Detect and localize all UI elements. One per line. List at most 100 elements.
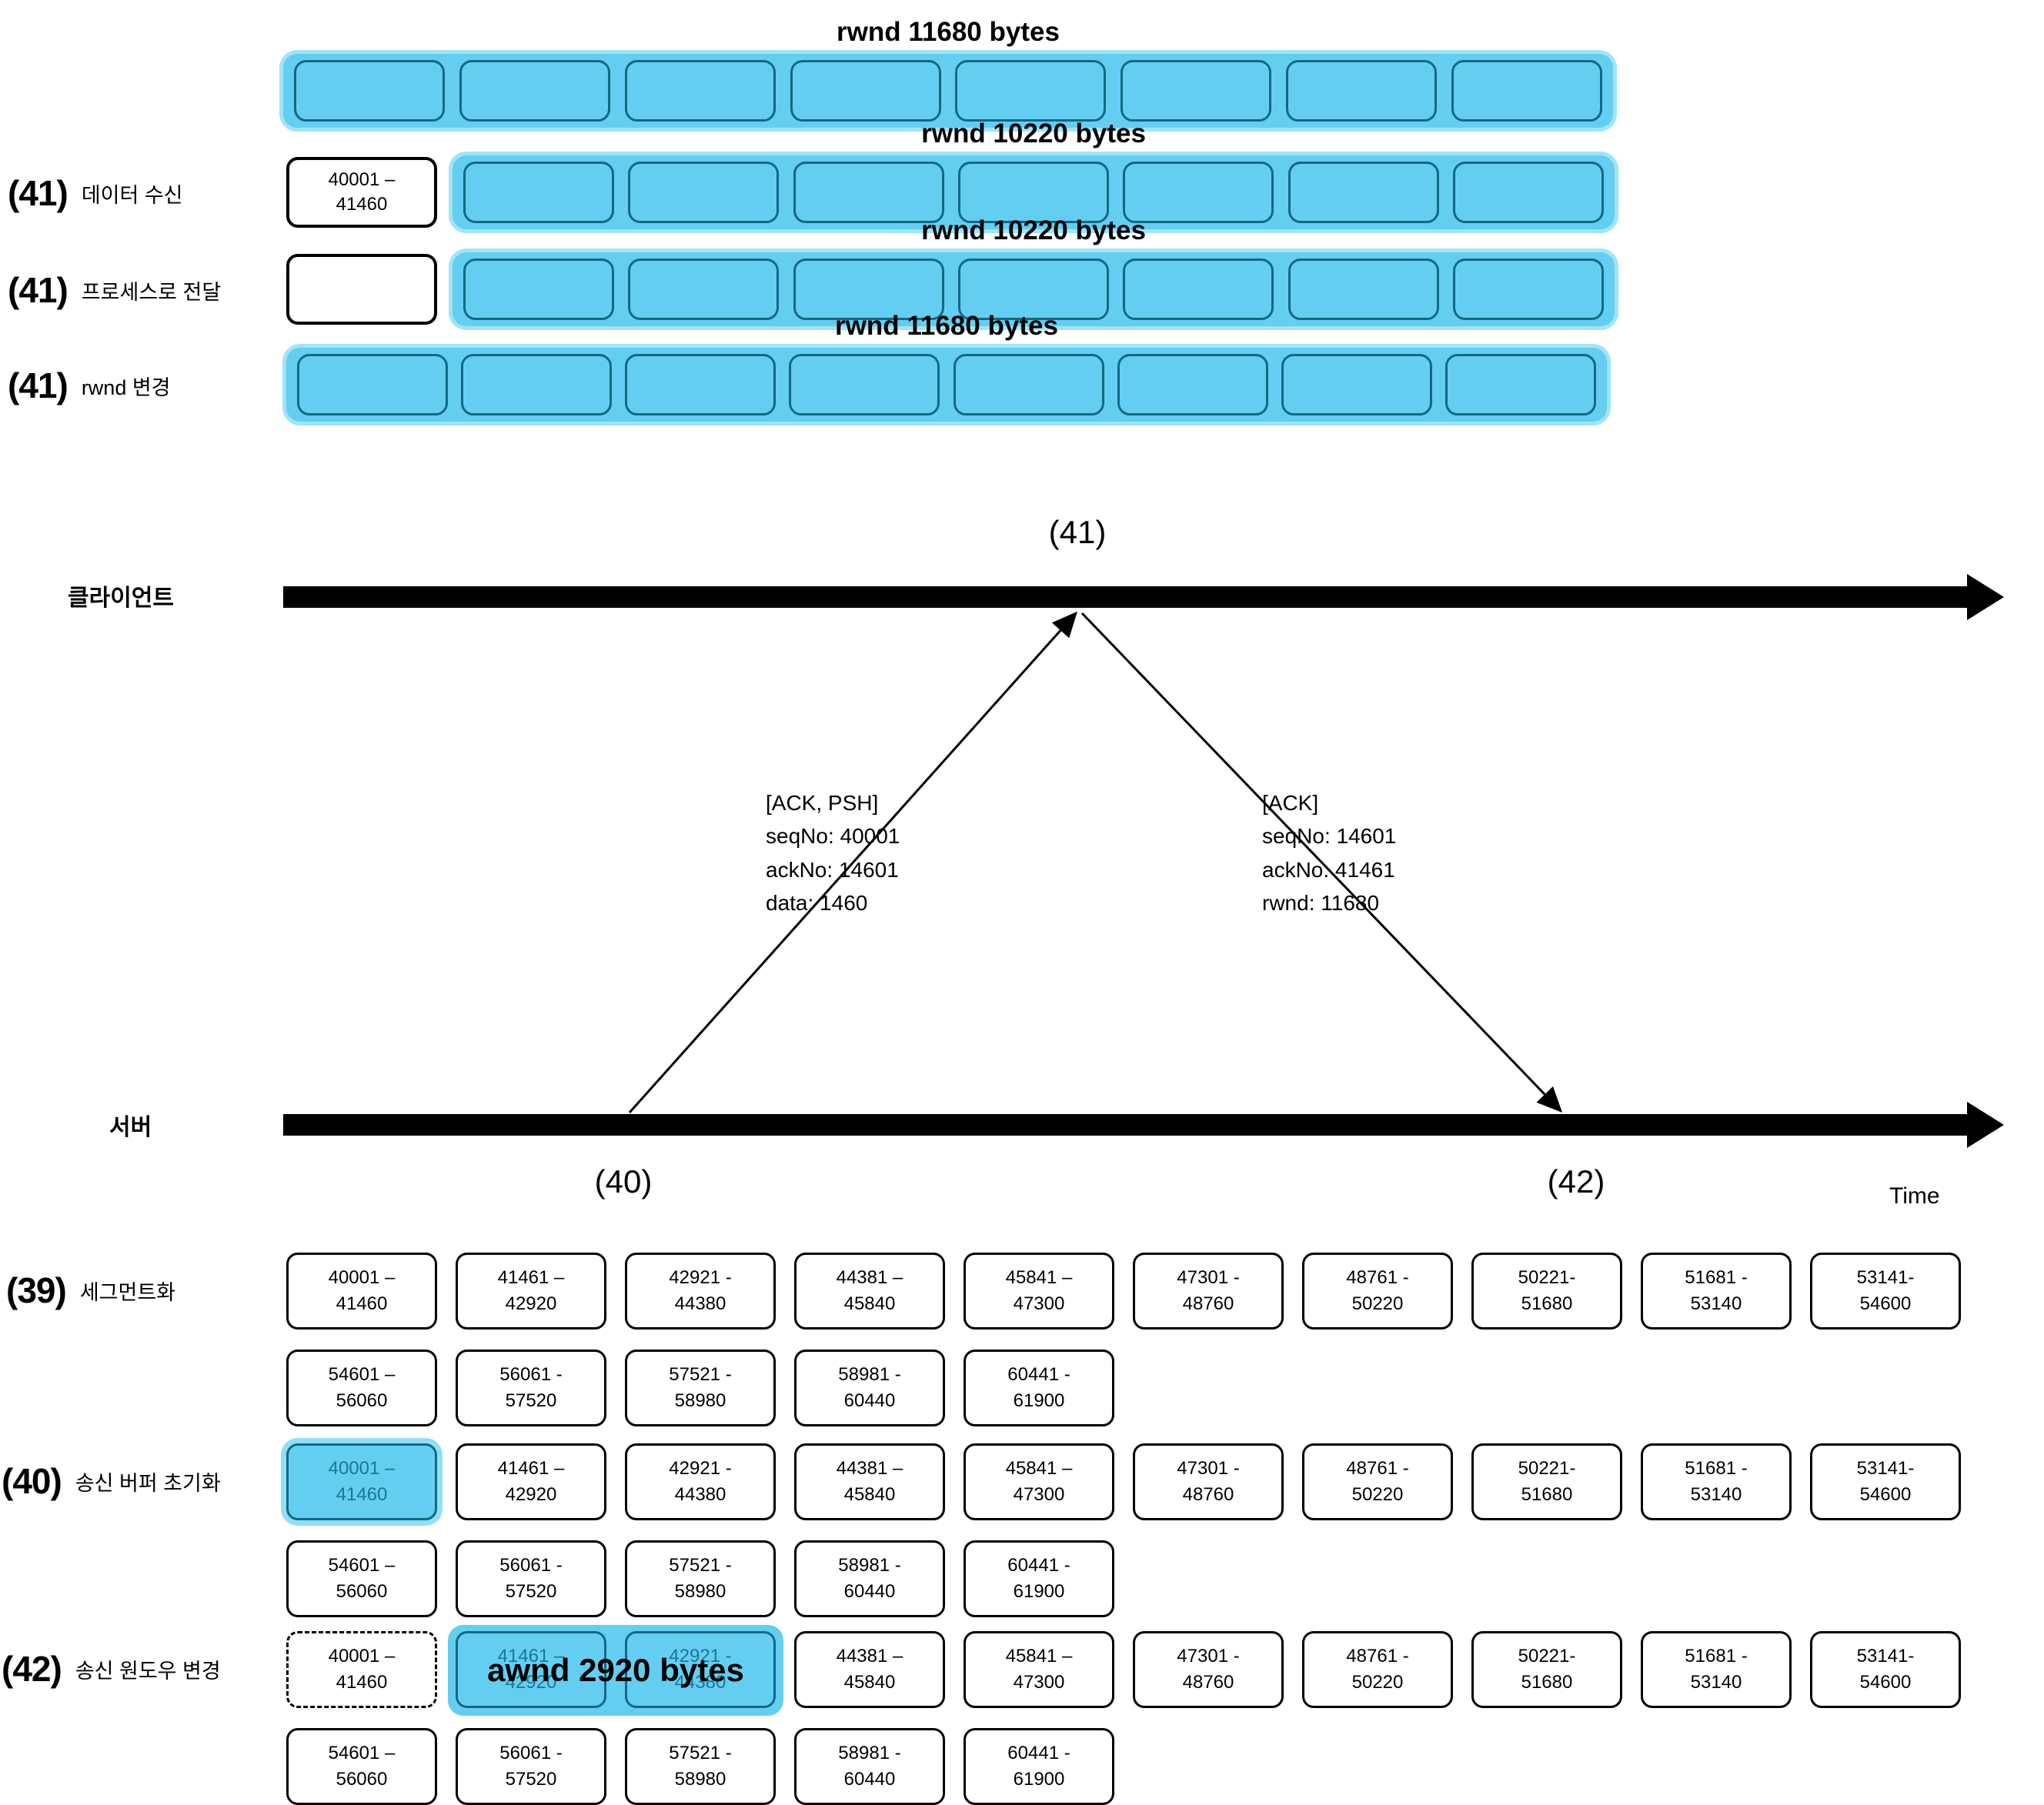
segment-box: 51681 - 53140: [1641, 1443, 1792, 1520]
step-label: 프로세스로 전달: [81, 280, 222, 304]
window-cell: [1288, 162, 1439, 223]
window-cell: [1288, 259, 1439, 320]
window-cell: [957, 162, 1109, 223]
window-cell: [624, 60, 776, 122]
segment-box: 51681 - 53140: [1641, 1253, 1792, 1330]
segment-box: 51681 - 53140: [1641, 1631, 1792, 1708]
time-axis-label: Time: [1889, 1183, 1940, 1209]
segment-box: 60441 - 61900: [964, 1728, 1114, 1805]
segment-box: 56061 - 57520: [456, 1728, 606, 1805]
row-label-send-window-change: (42) 송신 원도우 변경: [2, 1648, 221, 1690]
window-cell: [461, 354, 613, 415]
row-label-data-received: (41) 데이터 수신: [8, 172, 183, 214]
step-number: (42): [2, 1649, 62, 1689]
window-cell: [1281, 354, 1432, 415]
segment-box: 53141- 54600: [1810, 1443, 1961, 1520]
window-cell: [294, 60, 445, 122]
segment-box: 60441 - 61900: [964, 1540, 1114, 1617]
segment-box: 47301 - 48760: [1133, 1253, 1284, 1330]
client-timeline: [283, 586, 1970, 608]
row-label-push-to-process: (41) 프로세스로 전달: [8, 269, 221, 311]
segment-box: 48761 - 50220: [1302, 1443, 1453, 1520]
segment-box: 44381 – 45840: [794, 1253, 945, 1330]
window-cell: [628, 162, 780, 223]
server-label: 서버: [109, 1115, 152, 1140]
window-cell: [953, 354, 1104, 415]
segment-box: 41461 – 42920: [456, 1631, 606, 1708]
window-cell: [955, 60, 1107, 122]
step-number: (41): [8, 270, 68, 310]
segment-box: 50221- 51680: [1471, 1443, 1622, 1520]
segment-box: 47301 - 48760: [1133, 1631, 1284, 1708]
segment-box: 50221- 51680: [1471, 1253, 1622, 1330]
segment-box: 50221- 51680: [1471, 1631, 1622, 1708]
segment-box: 42921 - 44380: [625, 1631, 776, 1708]
window-cell: [1286, 60, 1438, 122]
window-cell: [1123, 259, 1274, 320]
segment-box: 57521 - 58980: [625, 1540, 776, 1617]
window-cell: [628, 259, 780, 320]
segment-box: 53141- 54600: [1810, 1253, 1961, 1330]
receiver-window-row-1: [283, 54, 1613, 128]
receiver-window-row-3: [453, 252, 1615, 326]
window-cell: [625, 354, 777, 415]
segment-box: 48761 - 50220: [1302, 1631, 1453, 1708]
window-cell: [463, 259, 614, 320]
segment-box: 44381 – 45840: [794, 1631, 945, 1708]
window-cell: [793, 162, 944, 223]
receiver-window-row-4: [286, 348, 1607, 422]
server-timeline: [283, 1114, 1970, 1136]
step-number: (40): [2, 1461, 62, 1501]
segment-box: 54601 – 56060: [286, 1350, 437, 1426]
event-marker-40: (40): [594, 1163, 653, 1199]
segment-box: 45841 – 47300: [964, 1443, 1114, 1520]
event-marker-41: (41): [1048, 514, 1107, 550]
step-number: (41): [8, 365, 68, 405]
segment-box: 54601 – 56060: [286, 1540, 437, 1617]
client-timeline-arrowhead: [1967, 574, 2004, 620]
segment-box: 40001 – 41460: [286, 1631, 437, 1708]
segment-box: 57521 - 58980: [625, 1350, 776, 1426]
segment-box: 60441 - 61900: [964, 1350, 1114, 1426]
event-marker-42: (42): [1547, 1163, 1605, 1199]
window-cell: [1451, 60, 1602, 122]
window-cell: [297, 354, 448, 415]
window-cell: [789, 354, 940, 415]
window-cell: [459, 60, 610, 122]
step-number: (39): [6, 1270, 67, 1310]
client-label: 클라이언트: [68, 586, 174, 611]
segment-box: 53141- 54600: [1810, 1631, 1961, 1708]
row-label-segmentation: (39) 세그먼트화: [6, 1270, 175, 1311]
segment-box: 45841 – 47300: [964, 1631, 1114, 1708]
segment-box: 56061 - 57520: [456, 1540, 606, 1617]
segment-box: 48761 - 50220: [1302, 1253, 1453, 1330]
segment-box: 58981 - 60440: [794, 1350, 945, 1426]
server-timeline-arrowhead: [1967, 1102, 2004, 1148]
segment-box: 56061 - 57520: [456, 1350, 606, 1426]
window-cell: [463, 162, 614, 223]
received-segment-box: 40001 – 41460: [286, 157, 437, 228]
window-cell: [790, 60, 941, 122]
receiver-window-row-2: [453, 155, 1615, 229]
segment-box: 58981 - 60440: [794, 1728, 945, 1805]
segment-box: 41461 – 42920: [456, 1253, 606, 1330]
segment-box: 45841 – 47300: [964, 1253, 1114, 1330]
segment-box: 41461 – 42920: [456, 1443, 606, 1520]
segment-box: 40001 – 41460: [286, 1443, 437, 1520]
packet-annotation-ack: [ACK] seqNo: 14601 ackNo: 41461 rwnd: 11…: [1262, 791, 1397, 916]
window-cell: [1452, 259, 1604, 320]
window-cell: [1117, 354, 1268, 415]
packet-annotation-data: [ACK, PSH] seqNo: 40001 ackNo: 14601 dat…: [766, 791, 900, 916]
window-cell: [1121, 60, 1272, 122]
segment-box: 47301 - 48760: [1133, 1443, 1284, 1520]
segment-box: 42921 - 44380: [625, 1253, 776, 1330]
segment-box: 54601 – 56060: [286, 1728, 437, 1805]
window-cell: [793, 259, 944, 320]
step-label: 데이터 수신: [81, 183, 183, 207]
